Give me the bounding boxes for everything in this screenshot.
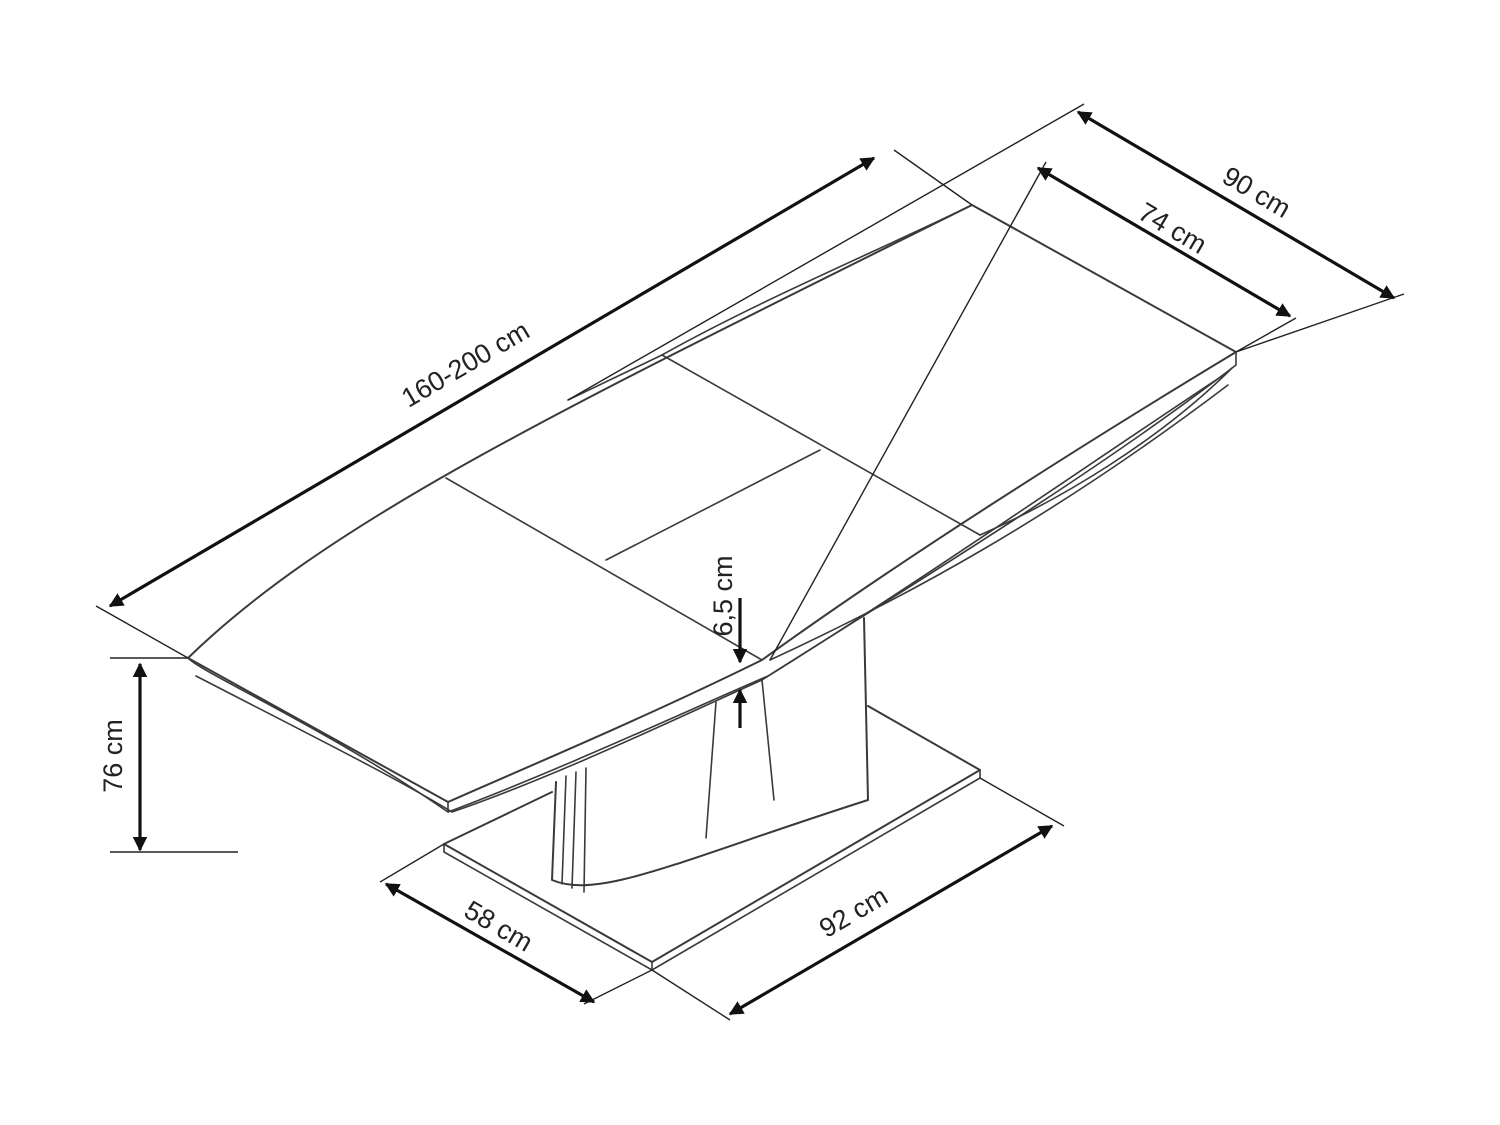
- length-dimension-line: [108, 156, 876, 608]
- height-label: 76 cm: [98, 719, 128, 793]
- dimension-labels: 160-200 cm 90 cm 74 cm 6,5 cm 76 cm 58 c…: [98, 161, 1296, 958]
- top-bevel-line: [769, 384, 1229, 661]
- top-curve-far: [661, 204, 973, 356]
- leaf-seam-far: [567, 354, 663, 401]
- pedestal-flute-1: [561, 775, 567, 885]
- top-curve-near: [979, 367, 1233, 536]
- base-length-label: 92 cm: [814, 881, 893, 944]
- leaf-seam-right: [661, 354, 981, 536]
- top-thickness-label: 6,5 cm: [708, 555, 738, 636]
- width-inner-label: 74 cm: [1133, 197, 1212, 260]
- tabletop-top-surface: [187, 204, 1237, 803]
- base-length-dimension-line: [728, 824, 1054, 1016]
- pedestal-flute-3: [583, 767, 587, 893]
- pedestal-edge-left: [705, 701, 717, 839]
- width-outer-label: 90 cm: [1217, 161, 1296, 224]
- width-outer-dimension-line: [1076, 110, 1396, 300]
- tabletop-underside: [195, 371, 1229, 813]
- leaf-seam-middle: [605, 449, 821, 561]
- pedestal-flute-2: [571, 771, 577, 889]
- pedestal-front-face: [551, 617, 869, 887]
- extension-lines: [95, 103, 1405, 1021]
- dimension-lines: [108, 110, 1396, 1016]
- pedestal-edge-right: [761, 679, 775, 801]
- base-depth-dimension-line: [384, 882, 596, 1004]
- width-inner-dimension-line: [1036, 166, 1292, 318]
